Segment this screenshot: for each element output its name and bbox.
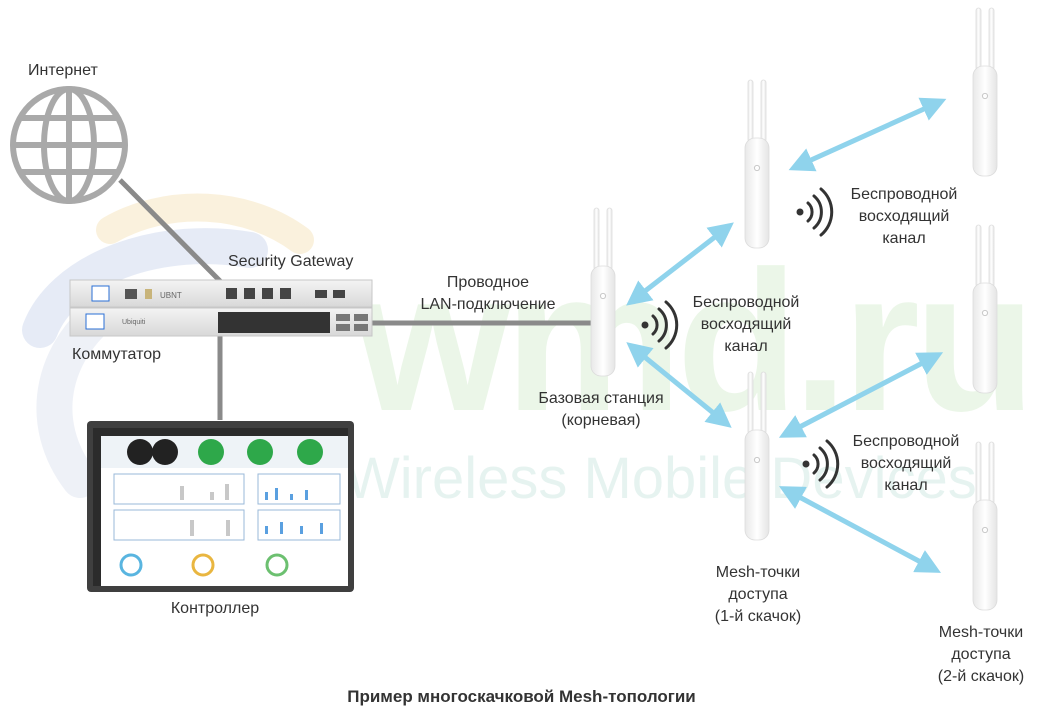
uplink-top-line3: канал — [882, 230, 926, 247]
mesh-hop2-label: Mesh-точки доступа (2-й скачок) — [920, 622, 1042, 688]
uplink-bottom-line1: Беспроводной — [852, 433, 960, 450]
diagram-caption: Пример многоскачковой Mesh-топологии — [347, 687, 696, 706]
mesh-hop1-line1: Mesh-точки — [715, 564, 801, 581]
base-station-line1: Базовая станция — [538, 390, 664, 407]
switch-label: Коммутатор — [72, 346, 162, 363]
mesh-hop1-line3: (1-й скачок) — [714, 608, 802, 625]
globe-icon — [10, 86, 128, 204]
switch-logo: Ubiquiti — [122, 319, 146, 326]
uplink-bottom-line2: восходящий — [860, 455, 952, 472]
base-station-line2: (корневая) — [561, 412, 641, 429]
controller-label: Контроллер — [170, 600, 260, 617]
uplink-center-line1: Беспроводной — [692, 294, 800, 311]
uplink-center-line3: канал — [724, 338, 768, 355]
uplink-label-bottom: Беспроводной восходящий канал — [836, 431, 976, 497]
uplink-top-line2: восходящий — [858, 208, 950, 225]
mesh-ap-hop1-upper — [744, 79, 770, 249]
security-gateway-device: UBNT — [69, 279, 373, 308]
internet-label: Интернет — [28, 62, 98, 79]
base-station-label: Базовая станция (корневая) — [521, 388, 681, 432]
mesh-hop1-label: Mesh-точки доступа (1-й скачок) — [693, 562, 823, 628]
wired-link-line2: LAN-подключение — [420, 296, 556, 313]
mesh-hop1-line2: доступа — [728, 586, 788, 603]
mesh-hop2-line3: (2-й скачок) — [937, 668, 1025, 685]
gateway-logo: UBNT — [160, 291, 182, 300]
security-gateway-label: Security Gateway — [228, 253, 354, 270]
uplink-label-center: Беспроводной восходящий канал — [676, 292, 816, 358]
uplink-label-top: Беспроводной восходящий канал — [834, 184, 974, 250]
wired-link-label: Проводное LAN-подключение — [398, 272, 578, 316]
mesh-ap-hop2-bottom — [972, 441, 998, 611]
wireless-links — [626, 97, 947, 573]
mesh-ap-hop2-top — [972, 7, 998, 177]
switch-device: Ubiquiti — [69, 307, 373, 337]
uplink-bottom-line3: канал — [884, 477, 928, 494]
wifi-signal-icon — [795, 187, 834, 237]
cables — [118, 178, 597, 420]
uplink-center-line2: восходящий — [700, 316, 792, 333]
wired-link-line1: Проводное — [446, 274, 530, 291]
mesh-hop2-line1: Mesh-точки — [938, 624, 1024, 641]
uplink-top-line1: Беспроводной — [850, 186, 958, 203]
mesh-hop2-line2: доступа — [951, 646, 1011, 663]
controller-monitor — [87, 421, 354, 592]
